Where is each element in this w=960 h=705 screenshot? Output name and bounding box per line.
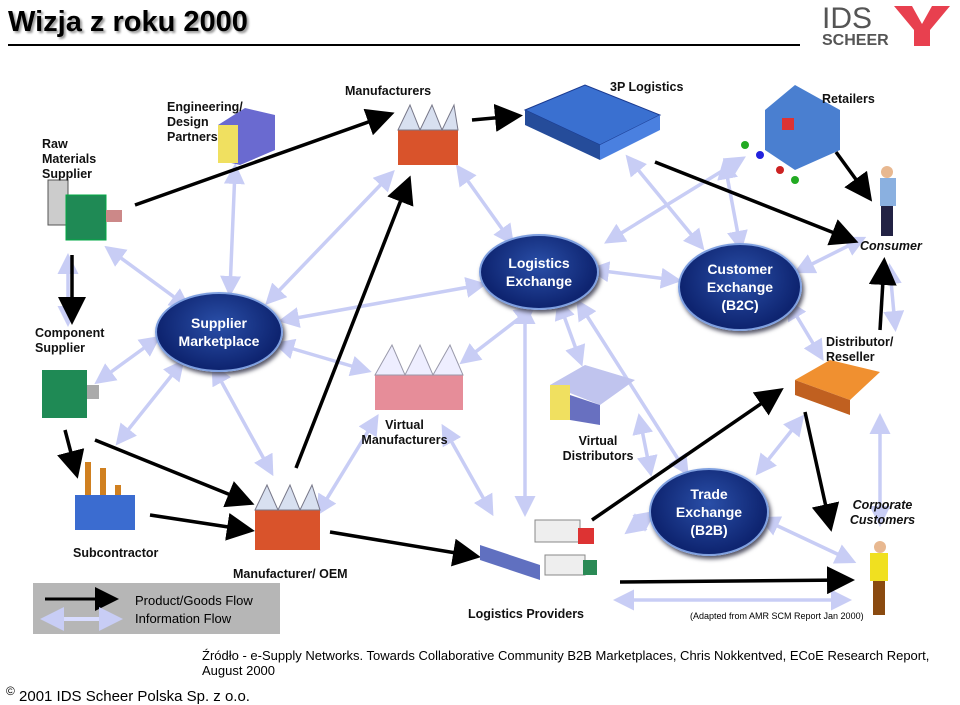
- legend-arrows: [40, 587, 123, 631]
- exchange-label: (B2C): [721, 297, 759, 313]
- label-consumer: Consumer: [860, 239, 922, 253]
- exchange-label: Exchange: [675, 504, 743, 520]
- exchange-label: Logistics: [508, 255, 570, 271]
- exchange-label: (B2B): [690, 522, 728, 538]
- label-retailers: Retailers: [822, 92, 875, 106]
- logo-text-scheer: SCHEER: [822, 32, 889, 48]
- label-virtual-distributors: Virtual Distributors: [562, 434, 634, 463]
- logistics-providers-icon: [480, 519, 597, 580]
- engineering-partners-icon: [218, 108, 275, 165]
- exchange-label: Marketplace: [178, 333, 260, 349]
- consumer-person-icon: [880, 166, 896, 236]
- label-3p-logistics: 3P Logistics: [610, 80, 684, 94]
- manufacturers-icon: [397, 103, 459, 165]
- label-component-supplier: Component Supplier: [35, 326, 105, 355]
- exchange-label: Supplier: [190, 315, 247, 331]
- label-corporate-customers: Corporate Customers: [849, 498, 916, 527]
- logo-text-ids: IDS: [822, 2, 872, 35]
- exchange-label: Exchange: [706, 279, 774, 295]
- adapted-note: (Adapted from AMR SCM Report Jan 2000): [690, 611, 864, 621]
- label-logistics-providers: Logistics Providers: [468, 607, 585, 621]
- exchange-label: Customer: [707, 261, 773, 277]
- label-virtual-manufacturers: Virtual Manufacturers: [361, 418, 448, 447]
- virtual-manufacturers-icon: [374, 343, 464, 410]
- retailers-icon: [741, 85, 840, 184]
- node-icons: [42, 84, 896, 615]
- 3p-logistics-icon: [523, 84, 662, 160]
- title-underline: [8, 44, 800, 46]
- label-engineering-partners: Engineering/ Design Partners: [167, 100, 243, 144]
- corporate-customer-person-icon: [870, 541, 888, 615]
- label-raw-materials-supplier: Raw Materials Supplier: [42, 137, 97, 181]
- oem-icon: [254, 483, 321, 550]
- copyright-footer: © 2001 IDS Scheer Polska Sp. z o.o.: [6, 684, 250, 705]
- exchange-label: Exchange: [505, 273, 573, 289]
- legend-information-flow: Information Flow: [135, 611, 232, 626]
- distributor-icon: [795, 360, 880, 415]
- label-distributor-reseller: Distributor/ Reseller: [826, 335, 894, 364]
- slide-title: Wizja z roku 2000: [8, 6, 248, 38]
- ids-scheer-logo: IDS SCHEER: [822, 2, 950, 48]
- virtual-distributors-icon: [550, 365, 635, 425]
- source-citation: Źródło - e-Supply Networks. Towards Coll…: [202, 648, 930, 678]
- copyright-symbol: ©: [6, 684, 15, 698]
- legend: Product/Goods Flow Information Flow: [33, 583, 280, 634]
- raw-materials-icon: [47, 179, 122, 241]
- legend-product-flow: Product/Goods Flow: [135, 593, 253, 608]
- label-manufacturer-oem: Manufacturer/ OEM: [233, 567, 348, 581]
- label-manufacturers: Manufacturers: [345, 84, 432, 98]
- label-subcontractor: Subcontractor: [73, 546, 159, 560]
- supplier-sub-icon: [75, 462, 135, 530]
- information-flows: [57, 154, 905, 611]
- exchange-label: Trade: [690, 486, 728, 502]
- product-flows: [57, 103, 897, 595]
- copyright-text: 2001 IDS Scheer Polska Sp. z o.o.: [19, 688, 250, 705]
- component-supplier-icon: [42, 370, 99, 418]
